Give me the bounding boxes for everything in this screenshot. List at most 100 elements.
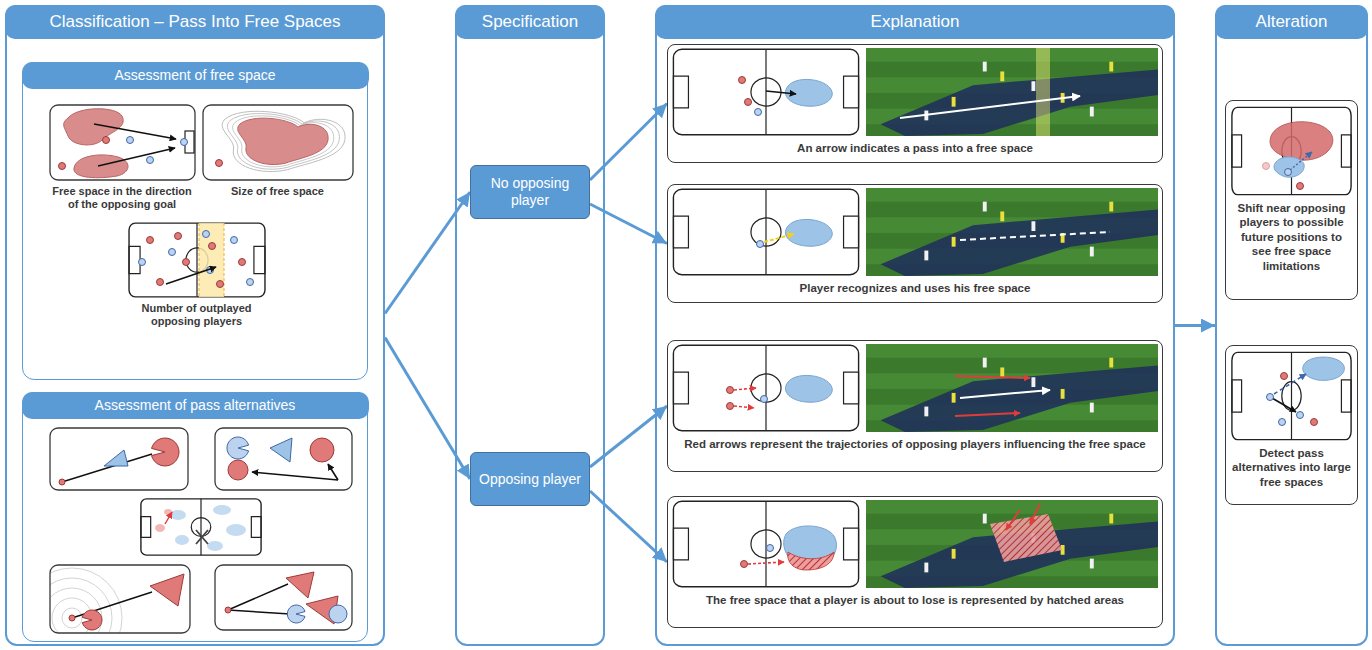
figure-box: An arrow indicates a pass into a free sp…	[667, 44, 1163, 163]
alteration-figure	[1297, 183, 1304, 190]
pass-explanation-figure	[741, 561, 748, 568]
free-space-figure	[64, 109, 124, 145]
pass-explanation-figure	[766, 91, 796, 94]
pass-explanation-figure	[748, 562, 784, 564]
pass-explanation-figure	[673, 188, 1158, 276]
pass-explanation-figure	[727, 403, 734, 410]
pass-alternative-figure	[287, 605, 305, 623]
pass-alternative-figure	[62, 454, 152, 482]
pass-alternative-figure	[50, 428, 188, 490]
figure-box: Player recognizes and uses his free spac…	[667, 184, 1163, 303]
pass-explanation-figure	[673, 501, 858, 586]
pass-explanation-figure	[673, 49, 858, 134]
pass-alternative-figure	[69, 615, 75, 621]
connector-group	[385, 104, 1215, 563]
figure-caption: Red arrows represent the trajectories of…	[673, 437, 1157, 451]
figure-caption: The free space that a player is about to…	[673, 593, 1157, 607]
alteration-figure	[1272, 398, 1296, 412]
figure-caption: Player recognizes and uses his free spac…	[673, 281, 1157, 295]
pass-alternative-figure	[22, 565, 190, 650]
figure-caption: Detect pass alternatives into large free…	[1231, 446, 1352, 489]
pass-alternative-figure	[170, 510, 186, 520]
panel-heading: Classification – Pass Into Free Spaces	[49, 12, 340, 32]
pass-alternative-figure	[310, 438, 334, 462]
free-space-figure	[103, 137, 110, 144]
free-space-figure	[98, 148, 175, 166]
free-space-size-figure	[233, 116, 334, 167]
figure-caption: An arrow indicates a pass into a free sp…	[673, 141, 1157, 155]
outplayed-players-figure	[175, 233, 182, 240]
pass-explanation-figure	[960, 232, 1110, 240]
outplayed-players-figure	[247, 279, 254, 286]
alteration-figure	[1279, 419, 1286, 426]
figure-caption: Free space in the direction of the oppos…	[52, 185, 193, 213]
outplayed-players-figure	[183, 259, 190, 266]
figure-caption: Size of free space	[205, 185, 351, 199]
pass-alternative-figure	[141, 499, 261, 555]
pass-explanation-figure	[673, 189, 858, 274]
column-panel: Explanation An arrow indicates a pass int…	[655, 5, 1175, 646]
process-box: No opposing player	[470, 165, 590, 219]
free-space-figure	[50, 105, 195, 180]
pass-alternative-figure	[50, 578, 112, 633]
alteration-figure	[1311, 419, 1318, 426]
pass-explanation-figure	[764, 234, 794, 242]
pass-alternative-figure	[329, 605, 347, 623]
column-panel: AlterationShift near opposing players to…	[1215, 5, 1368, 646]
outplayed-players-figure	[129, 223, 265, 297]
alteration-figure	[1232, 352, 1351, 439]
alteration-figure	[1232, 352, 1351, 439]
pass-explanation-figure	[785, 375, 832, 402]
figure-box: Free space in the direction of the oppos…	[50, 105, 195, 219]
outplayed-players-figure	[199, 223, 224, 297]
outplayed-players-figure	[157, 279, 164, 286]
group-panel: Assessment of pass alternatives	[22, 392, 368, 642]
outplayed-players-figure	[224, 223, 225, 297]
pass-alternative-figure	[196, 530, 208, 544]
column-panel: SpecificationNo opposing playerOpposing …	[455, 5, 605, 646]
free-space-figure	[147, 157, 154, 164]
pass-explanation-figure	[785, 79, 832, 106]
pass-explanation-figure	[734, 388, 756, 390]
pass-explanation-figure	[739, 77, 746, 84]
pass-explanation-figure	[755, 109, 762, 116]
pass-explanation-figure	[734, 406, 754, 408]
figure-box: Red arrows represent the trajectories of…	[667, 340, 1163, 472]
outplayed-players-figure	[231, 237, 238, 244]
pass-explanation-figure	[1006, 510, 1020, 530]
pass-alternative-figure	[152, 438, 180, 466]
pass-explanation-figure	[866, 188, 1158, 276]
alteration-figure	[1285, 169, 1292, 176]
outplayed-players-figure	[129, 223, 265, 297]
pass-explanation-figure	[761, 396, 768, 403]
pass-alternative-figure	[215, 565, 352, 630]
free-space-size-figure	[227, 114, 339, 170]
free-space-figure	[74, 155, 128, 178]
header-bar: Explanation	[655, 5, 1175, 39]
alteration-figure	[1274, 157, 1304, 177]
alteration-figure	[1281, 373, 1288, 380]
panel-heading: Specification	[482, 12, 578, 32]
pass-alternative-figure	[150, 574, 184, 606]
outplayed-players-figure	[199, 223, 200, 297]
pass-alternative-figure	[207, 541, 223, 551]
pass-explanation-figure	[900, 96, 1080, 118]
alteration-figure	[1274, 374, 1306, 394]
pass-alternative-figure	[328, 464, 338, 480]
pass-alternative-figure	[59, 479, 65, 485]
outplayed-players-figure	[166, 267, 216, 284]
free-space-figure	[59, 163, 66, 170]
pass-explanation-figure	[955, 413, 1020, 416]
pass-alternative-figure	[226, 524, 246, 536]
group-panel: Assessment of free spaceFree space in th…	[22, 62, 368, 380]
figure-caption: Shift near opposing players to possible …	[1231, 201, 1352, 273]
pass-alternative-figure	[215, 428, 352, 490]
alteration-figure	[1297, 412, 1304, 419]
pass-alternative-figure	[82, 610, 102, 630]
pass-alternative-figure	[50, 565, 190, 633]
flow-arrow	[385, 338, 470, 480]
pass-alternative-figure	[50, 568, 122, 633]
outplayed-players-figure	[217, 281, 224, 288]
free-space-figure	[50, 105, 195, 180]
pass-explanation-figure	[866, 500, 1158, 588]
